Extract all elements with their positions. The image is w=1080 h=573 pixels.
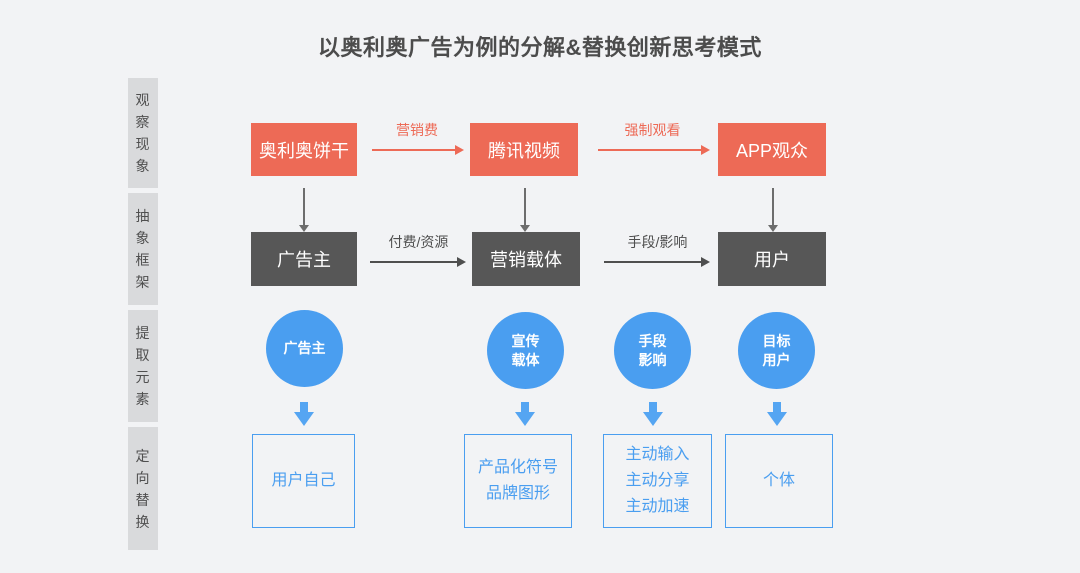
arrow-label-forced-watch: 强制观看: [600, 120, 705, 140]
arrow-head: [701, 145, 710, 155]
stage-char: 架: [135, 274, 151, 290]
stage-char: 象: [135, 158, 151, 174]
arrow-head: [701, 257, 710, 267]
arrow-payment-resource: [370, 256, 466, 268]
box-label-line: 产品化符号: [477, 459, 558, 476]
arrow-method-influence: [604, 256, 710, 268]
circle-method-influence[interactable]: 手段 影响: [614, 312, 691, 389]
arrow-shaft: [604, 261, 703, 263]
blue-arrow-down-col4: [767, 402, 787, 426]
arrow-label-text: 营销费: [396, 122, 438, 138]
circle-label-line: 用户: [762, 351, 791, 368]
circle-promotion-carrier[interactable]: 宣传 载体: [487, 312, 564, 389]
arrow-marketing-fee: [372, 144, 464, 156]
arrow-shaft: [773, 402, 781, 413]
node-label: 广告主: [277, 250, 331, 270]
arrow-shaft: [372, 149, 457, 151]
arrow-head: [515, 412, 535, 426]
stage-block-observation: 观 察 现 象: [128, 78, 158, 188]
blue-arrow-down-col1: [294, 402, 314, 426]
node-marketing-carrier[interactable]: 营销载体: [472, 232, 580, 286]
arrow-shaft: [370, 261, 459, 263]
stage-block-elements: 提 取 元 素: [128, 310, 158, 422]
stage-char: 提: [135, 325, 151, 341]
stage-block-replacement: 定 向 替 换: [128, 427, 158, 550]
node-label: 营销载体: [490, 250, 562, 270]
arrow-shaft: [649, 402, 657, 413]
blue-arrow-down-col2: [515, 402, 535, 426]
stage-block-framework: 抽 象 框 架: [128, 193, 158, 305]
box-label-line: 用户自己: [271, 472, 336, 489]
stage-char: 象: [135, 230, 151, 246]
node-label: 奥利奥饼干: [259, 140, 349, 161]
stage-char: 换: [135, 513, 151, 530]
stage-char: 抽: [135, 208, 151, 224]
node-advertiser[interactable]: 广告主: [251, 232, 357, 286]
stage-char: 框: [135, 252, 151, 268]
stage-char: 向: [135, 469, 151, 486]
arrow-label-marketing-fee: 营销费: [372, 120, 462, 140]
stage-char: 定: [135, 447, 151, 464]
stage-char: 察: [135, 114, 151, 130]
circle-advertiser[interactable]: 广告主: [266, 310, 343, 387]
circle-label-line: 载体: [511, 351, 540, 368]
box-product-symbol[interactable]: 产品化符号 品牌图形: [464, 434, 572, 528]
page-title: 以奥利奥广告为例的分解&替换创新思考模式: [318, 35, 762, 60]
arrow-shaft: [598, 149, 703, 151]
node-app-audience[interactable]: APP观众: [718, 123, 826, 176]
arrow-shaft: [300, 402, 308, 413]
box-label-line: 主动输入: [625, 446, 690, 463]
arrow-head: [643, 412, 663, 426]
arrow-shaft: [303, 188, 305, 226]
box-label-line: 主动分享: [625, 472, 690, 489]
arrow-shaft: [521, 402, 529, 413]
circle-label-line: 广告主: [283, 340, 326, 356]
box-label-line: 个体: [762, 472, 795, 489]
circle-label-line: 目标: [762, 332, 791, 349]
arrow-label-payment-resource: 付费/资源: [366, 232, 471, 252]
arrow-shaft: [772, 188, 774, 226]
arrow-head: [294, 412, 314, 426]
arrow-label-text: 付费/资源: [388, 234, 449, 250]
arrow-label-method-influence: 手段/影响: [605, 232, 710, 252]
arrow-head: [767, 412, 787, 426]
box-label-line: 品牌图形: [485, 485, 550, 502]
arrow-label-text: 手段/影响: [627, 234, 688, 250]
stage-char: 现: [135, 136, 151, 152]
node-label: APP观众: [735, 140, 809, 161]
connector-down-col2: [520, 188, 530, 232]
node-label: 腾讯视频: [488, 140, 560, 161]
circle-label-line: 影响: [638, 351, 667, 368]
stage-char: 取: [135, 347, 151, 363]
node-tencent-video[interactable]: 腾讯视频: [470, 123, 578, 176]
box-active-actions[interactable]: 主动输入 主动分享 主动加速: [603, 434, 712, 528]
arrow-label-text: 强制观看: [624, 122, 681, 138]
box-label-line: 主动加速: [625, 498, 690, 515]
arrow-head: [455, 145, 464, 155]
connector-down-col1: [299, 188, 309, 232]
connector-down-col4: [768, 188, 778, 232]
arrow-head: [299, 225, 309, 232]
arrow-head: [768, 225, 778, 232]
circle-target-user[interactable]: 目标 用户: [738, 312, 815, 389]
stage-char: 替: [135, 491, 151, 508]
box-user-self[interactable]: 用户自己: [252, 434, 355, 528]
circle-label-line: 宣传: [511, 332, 540, 349]
box-individual[interactable]: 个体: [725, 434, 833, 528]
node-label: 用户: [754, 250, 790, 270]
node-oreo-cookie[interactable]: 奥利奥饼干: [251, 123, 357, 176]
arrow-forced-watch: [598, 144, 710, 156]
circle-label-line: 手段: [638, 332, 667, 349]
arrow-head: [457, 257, 466, 267]
arrow-head: [520, 225, 530, 232]
node-user[interactable]: 用户: [718, 232, 826, 286]
blue-arrow-down-col3: [643, 402, 663, 426]
stage-rail: 观 察 现 象 抽 象 框 架 提 取 元 素 定 向 替 换: [128, 78, 158, 550]
stage-char: 素: [135, 391, 151, 407]
stage-char: 观: [135, 92, 151, 108]
arrow-shaft: [524, 188, 526, 226]
stage-char: 元: [135, 369, 151, 385]
